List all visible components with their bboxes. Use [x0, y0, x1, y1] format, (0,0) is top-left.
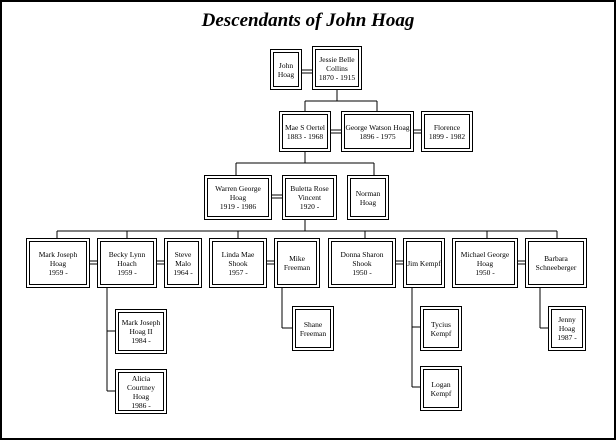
person-dates: 1984 - — [131, 336, 151, 345]
person-box-jim-kempf[interactable]: Jim Kempf — [403, 238, 445, 288]
person-name: Jessie Belle Collins — [319, 54, 355, 73]
person-box-john-hoag[interactable]: John Hoag — [270, 49, 302, 90]
person-name: Donna Sharon Shook — [340, 249, 384, 268]
person-name: Alicia Courtney Hoag — [127, 373, 155, 401]
person-name: Mark Joseph Hoag II — [121, 318, 161, 336]
person-box-norman-hoag[interactable]: Norman Hoag — [347, 175, 389, 220]
person-dates: 1896 - 1975 — [359, 131, 396, 141]
person-dates: 1920 - — [299, 202, 320, 211]
person-name: Jim Kempf — [407, 258, 441, 268]
person-dates: 1899 - 1982 — [428, 131, 466, 141]
person-box-logan-kempf[interactable]: Logan Kempf — [420, 366, 462, 411]
person-name: John Hoag — [277, 60, 295, 79]
person-name: Jenny Hoag — [558, 315, 576, 333]
person-name: Michael George Hoag — [460, 249, 510, 268]
person-dates: 1950 - — [352, 267, 372, 277]
person-name: Shane Freeman — [299, 319, 327, 338]
person-dates: 1986 - — [131, 400, 151, 410]
person-box-tycius-kempf[interactable]: Tycius Kempf — [420, 306, 462, 351]
person-dates: 1957 - — [228, 267, 248, 277]
person-dates: 1959 - — [48, 267, 68, 277]
person-dates: 1950 - — [475, 267, 495, 277]
person-box-mike-freeman[interactable]: Mike Freeman — [274, 238, 320, 288]
person-dates: 1883 - 1968 — [286, 131, 324, 141]
person-name: Norman Hoag — [355, 188, 381, 207]
person-name: Mark Joseph Hoag — [38, 249, 78, 268]
person-dates: 1987 - — [557, 333, 577, 342]
person-name: Tycius Kempf — [430, 319, 452, 338]
person-box-barbara-schneeberger[interactable]: Barbara Schneeberger — [525, 238, 587, 288]
person-dates: 1964 - — [173, 267, 193, 277]
person-dates: 1870 - 1915 — [318, 72, 356, 82]
person-name: Steve Malo — [174, 249, 192, 268]
person-name: Barbara Schneeberger — [535, 254, 577, 272]
person-name: Logan Kempf — [430, 379, 452, 398]
person-name: Warren George Hoag — [215, 184, 261, 202]
person-box-shane-freeman[interactable]: Shane Freeman — [292, 306, 334, 351]
person-name: George Watson Hoag — [345, 122, 410, 132]
person-name: Buletta Rose Vincent — [290, 184, 329, 202]
person-name: Mike Freeman — [283, 254, 311, 272]
person-name: Mae S Oertel — [285, 122, 325, 132]
person-name: Becky Lynn Hoach — [108, 249, 146, 268]
chart-title: Descendants of John Hoag — [201, 10, 415, 31]
person-name: Linda Mae Shook — [221, 249, 255, 268]
person-dates: 1959 - — [117, 267, 137, 277]
person-name: Florence — [433, 122, 461, 132]
person-dates: 1919 - 1986 — [219, 202, 257, 211]
